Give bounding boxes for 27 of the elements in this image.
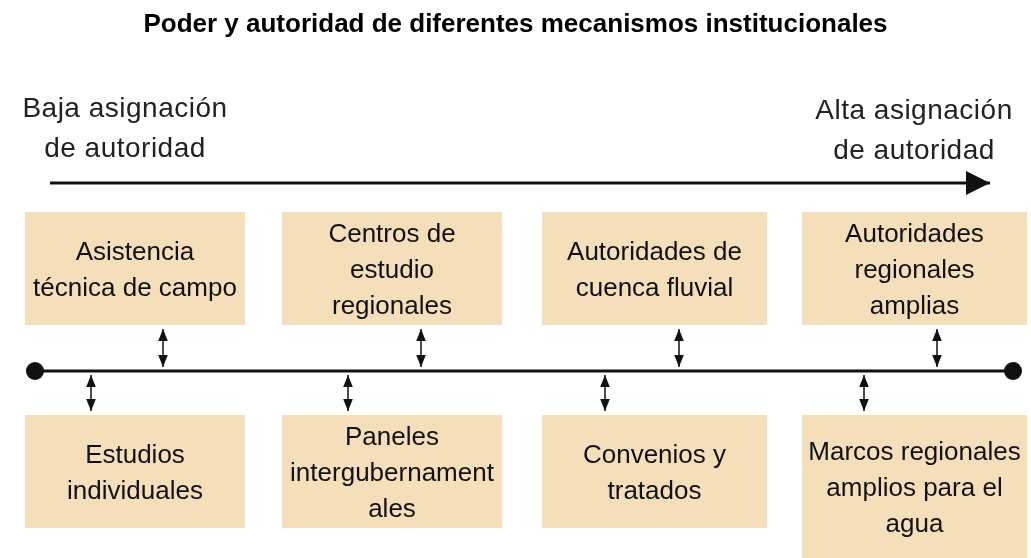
- double-arrow: [343, 374, 353, 412]
- mechanism-box: [25, 212, 245, 325]
- scale-line: [26, 362, 1022, 380]
- double-arrow: [416, 328, 426, 368]
- mechanism-text: Estudios individuales: [66, 437, 204, 507]
- mechanism-text: Autoridades regionales amplias: [844, 216, 985, 322]
- mechanism-text: Asistencia técnica de campo: [32, 234, 238, 304]
- diagram-title: Poder y autoridad de diferentes mecanismos institucionales: [142, 8, 889, 39]
- double-arrow: [158, 328, 168, 368]
- double-arrow: [674, 328, 684, 368]
- scale-end-label: Baja asignación de autoridad: [21, 91, 229, 165]
- mechanism-box: [542, 415, 767, 528]
- double-arrow: [86, 374, 96, 412]
- mechanism-text: Centros de estudio regionales: [327, 216, 457, 322]
- mechanism-box: [802, 415, 1027, 558]
- mechanism-box: [542, 212, 767, 325]
- double-arrow: [600, 374, 610, 412]
- double-arrow: [932, 328, 942, 368]
- mechanism-box: [802, 212, 1027, 325]
- mechanism-box: [282, 212, 502, 325]
- mechanism-text: Convenios y tratados: [581, 437, 728, 507]
- double-arrow: [859, 374, 869, 412]
- mechanism-text: Paneles intergubernamentales: [289, 419, 495, 525]
- scale-end-label: Alta asignación de autoridad: [814, 93, 1014, 167]
- mechanism-text: Marcos regionales amplios para el agua: [808, 434, 1021, 540]
- mechanism-box: [25, 415, 245, 528]
- mechanism-text: Autoridades de cuenca fluvial: [566, 234, 743, 304]
